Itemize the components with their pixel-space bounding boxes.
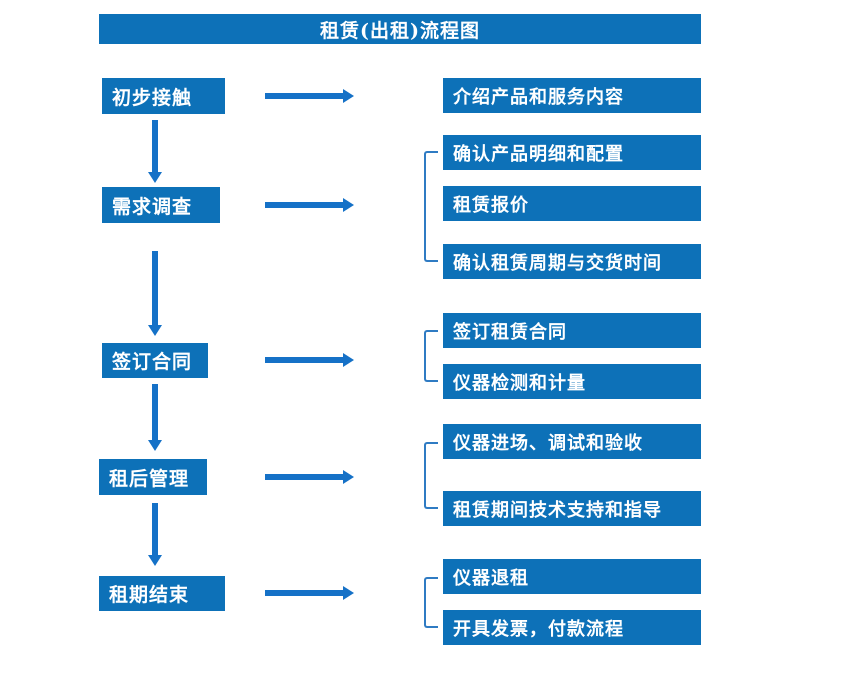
group-bracket-5 — [424, 577, 438, 628]
right-arrow-4 — [265, 474, 343, 480]
step-box-sign-contract: 签订合同 — [102, 343, 208, 378]
group-bracket-3 — [424, 330, 438, 382]
output-box-invoice-payment: 开具发票，付款流程 — [443, 610, 701, 645]
output-box-instrument-return: 仪器退租 — [443, 559, 701, 594]
output-box-instrument-entry-debug: 仪器进场、调试和验收 — [443, 424, 701, 459]
group-bracket-2 — [424, 151, 438, 262]
output-box-introduce-products: 介绍产品和服务内容 — [443, 78, 701, 113]
output-box-rental-quote: 租赁报价 — [443, 186, 701, 221]
step-box-initial-contact: 初步接触 — [102, 78, 225, 114]
right-arrow-5 — [265, 590, 343, 596]
right-arrow-3 — [265, 357, 343, 363]
output-box-sign-rental-contract: 签订租赁合同 — [443, 313, 701, 348]
down-arrow-2 — [152, 251, 158, 325]
down-arrow-1 — [152, 120, 158, 172]
group-bracket-4 — [424, 442, 438, 509]
flowchart-title: 租赁(出租)流程图 — [99, 14, 701, 44]
output-box-confirm-product-details: 确认产品明细和配置 — [443, 135, 701, 170]
right-arrow-2 — [265, 202, 343, 208]
output-box-confirm-rental-period: 确认租赁周期与交货时间 — [443, 244, 701, 279]
output-box-technical-support: 租赁期间技术支持和指导 — [443, 491, 701, 526]
down-arrow-4 — [152, 503, 158, 555]
step-box-demand-survey: 需求调查 — [102, 187, 220, 223]
step-box-post-rental-management: 租后管理 — [99, 459, 207, 495]
down-arrow-3 — [152, 384, 158, 440]
step-box-rental-end: 租期结束 — [99, 576, 225, 611]
output-box-instrument-inspection: 仪器检测和计量 — [443, 364, 701, 399]
right-arrow-1 — [265, 93, 343, 99]
